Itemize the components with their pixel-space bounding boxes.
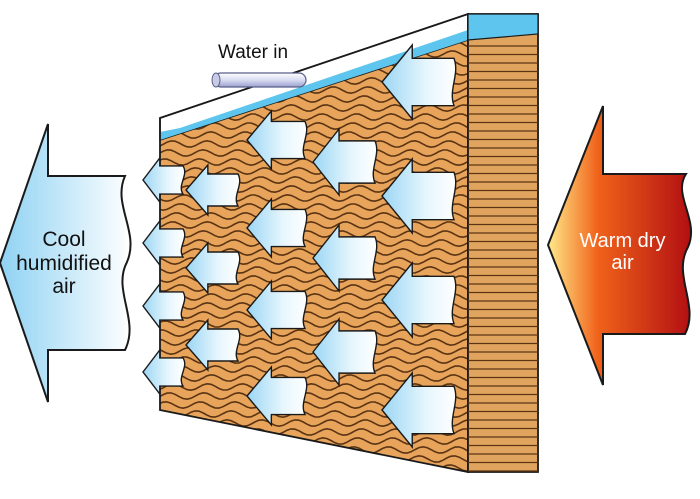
pad-side-face — [467, 13, 539, 473]
water-film — [160, 30, 468, 140]
warm-air-label-line: Warm dry — [579, 230, 666, 252]
cool-air-label-line: air — [52, 275, 76, 299]
cool-air-label-line: Cool — [42, 228, 86, 251]
airflow-arrow-icon — [381, 261, 457, 339]
water-pipe-icon — [211, 72, 307, 88]
flute-line — [160, 373, 468, 383]
cool-air-label: Cool humidified air — [8, 228, 120, 299]
warm-air-label-line: air — [611, 252, 634, 275]
airflow-arrow-icon — [312, 222, 378, 294]
warm-air-label: Warm dry air — [560, 230, 685, 275]
flute-line — [160, 220, 468, 230]
airflow-arrow-icon — [246, 365, 308, 427]
flute-line — [160, 382, 468, 392]
water-in-label: Water in — [218, 42, 289, 63]
airflow-arrow-icon — [142, 347, 186, 397]
airflow-arrow-icon — [142, 218, 186, 268]
airflow-arrow-icon — [381, 43, 457, 121]
flute-line — [160, 229, 468, 239]
airflow-arrow-icon — [381, 371, 457, 449]
airflow-arrow-icon — [185, 318, 241, 372]
flute-line — [160, 463, 468, 472]
flute-line — [160, 130, 468, 140]
cool-air-arrow — [0, 123, 132, 403]
pad-airflow-arrows — [142, 43, 457, 449]
airflow-arrow-icon — [246, 279, 308, 341]
flute-line — [160, 139, 468, 149]
airflow-arrow-icon — [246, 197, 308, 259]
cool-air-label-line: humidified — [16, 251, 112, 275]
side-face-lines — [468, 45, 538, 472]
airflow-arrow-icon — [246, 109, 308, 171]
airflow-arrow-icon — [312, 316, 378, 388]
airflow-arrow-icon — [312, 126, 378, 198]
airflow-arrow-icon — [142, 155, 186, 205]
airflow-arrow-icon — [142, 281, 186, 331]
flute-line — [160, 16, 468, 23]
airflow-arrow-icon — [185, 241, 241, 295]
airflow-arrow-icon — [381, 157, 457, 235]
flute-line — [160, 148, 468, 158]
flute-line — [155, 474, 471, 480]
airflow-arrow-icon — [185, 163, 241, 217]
warm-air-arrow — [546, 105, 693, 386]
